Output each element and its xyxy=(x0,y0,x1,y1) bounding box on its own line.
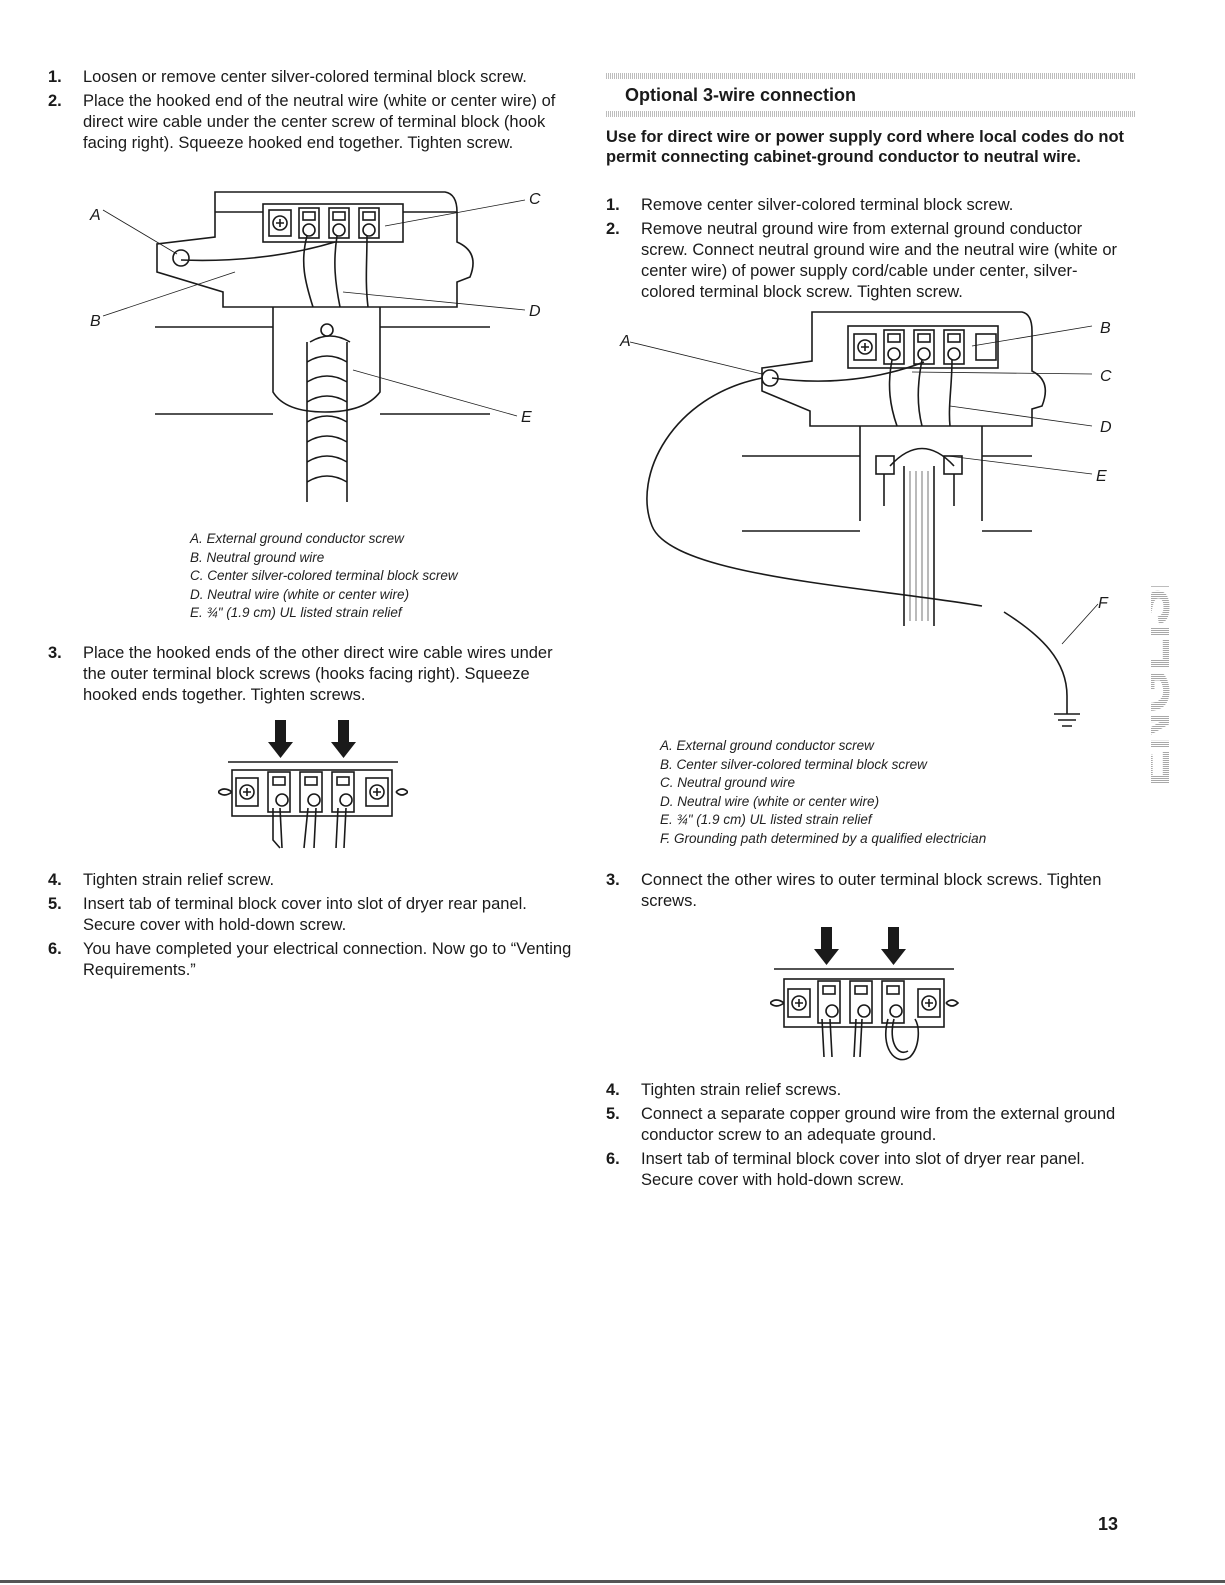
right-step-4: 4.Tighten strain relief screws. xyxy=(606,1081,842,1099)
section-intro: Use for direct wire or power supply cord… xyxy=(606,128,1125,166)
terminal-block-diagram-3wire: A B C D E F xyxy=(612,306,1122,736)
right-step-5: 5.Connect a separate copper ground wire … xyxy=(606,1105,1116,1144)
fig2-label-c: C xyxy=(1100,368,1112,385)
step-1: 1.Loosen or remove center silver-colored… xyxy=(48,68,527,86)
fig1-label-e: E xyxy=(521,409,532,426)
fig2-label-e: E xyxy=(1096,468,1107,485)
fig2-label-d: D xyxy=(1100,419,1112,436)
left-steps-c: 4.Tighten strain relief screw. 5.Insert … xyxy=(48,870,573,984)
wiring-diagram-svg: A B C D E xyxy=(89,191,541,502)
english-tab-text: ENGLISH xyxy=(1151,585,1181,787)
step-4: 4.Tighten strain relief screw. xyxy=(48,871,275,889)
english-side-tab: ENGLISH xyxy=(1118,552,1215,790)
fig1-label-d: D xyxy=(529,303,541,320)
right-step-3: 3.Connect the other wires to outer termi… xyxy=(606,871,1102,910)
step-6: 6.You have completed your electrical con… xyxy=(48,940,572,979)
right-steps-c: 4.Tighten strain relief screws. 5.Connec… xyxy=(606,1080,1131,1194)
step-3: 3.Place the hooked ends of the other dir… xyxy=(48,644,553,704)
right-step-1: 1.Remove center silver-colored terminal … xyxy=(606,196,1014,214)
step-2: 2.Place the hooked end of the neutral wi… xyxy=(48,92,556,152)
right-step-6: 6.Insert tab of terminal block cover int… xyxy=(606,1150,1085,1189)
fig1-label-c: C xyxy=(529,191,541,208)
fig1-label-a: A xyxy=(89,207,101,224)
right-fig1-caption: A. External ground conductor screw B. Ce… xyxy=(660,738,987,846)
fig2-label-b: B xyxy=(1100,320,1111,337)
bottom-rule xyxy=(0,1580,1225,1583)
left-fig1-caption: A. External ground conductor screw B. Ne… xyxy=(190,531,458,620)
left-steps-b: 3.Place the hooked ends of the other dir… xyxy=(48,643,573,709)
right-step-2: 2.Remove neutral ground wire from extern… xyxy=(606,220,1117,301)
terminal-block-diagram-4wire: A B C D E xyxy=(85,182,555,522)
section-divider-bottom xyxy=(606,111,1136,117)
page-number: 13 xyxy=(1098,1514,1119,1534)
outer-screws-diagram-right xyxy=(770,927,960,1072)
right-steps-a: 1.Remove center silver-colored terminal … xyxy=(606,195,1131,306)
section-divider-top xyxy=(606,73,1136,79)
left-steps-a: 1.Loosen or remove center silver-colored… xyxy=(48,67,573,157)
section-title: Optional 3-wire connection xyxy=(625,85,857,105)
fig1-label-b: B xyxy=(90,313,101,330)
outer-screws-diagram-left xyxy=(218,720,408,860)
step-5: 5.Insert tab of terminal block cover int… xyxy=(48,895,527,934)
right-steps-b: 3.Connect the other wires to outer termi… xyxy=(606,870,1131,915)
fig2-label-a: A xyxy=(619,333,631,350)
fig2-label-f: F xyxy=(1098,595,1109,612)
